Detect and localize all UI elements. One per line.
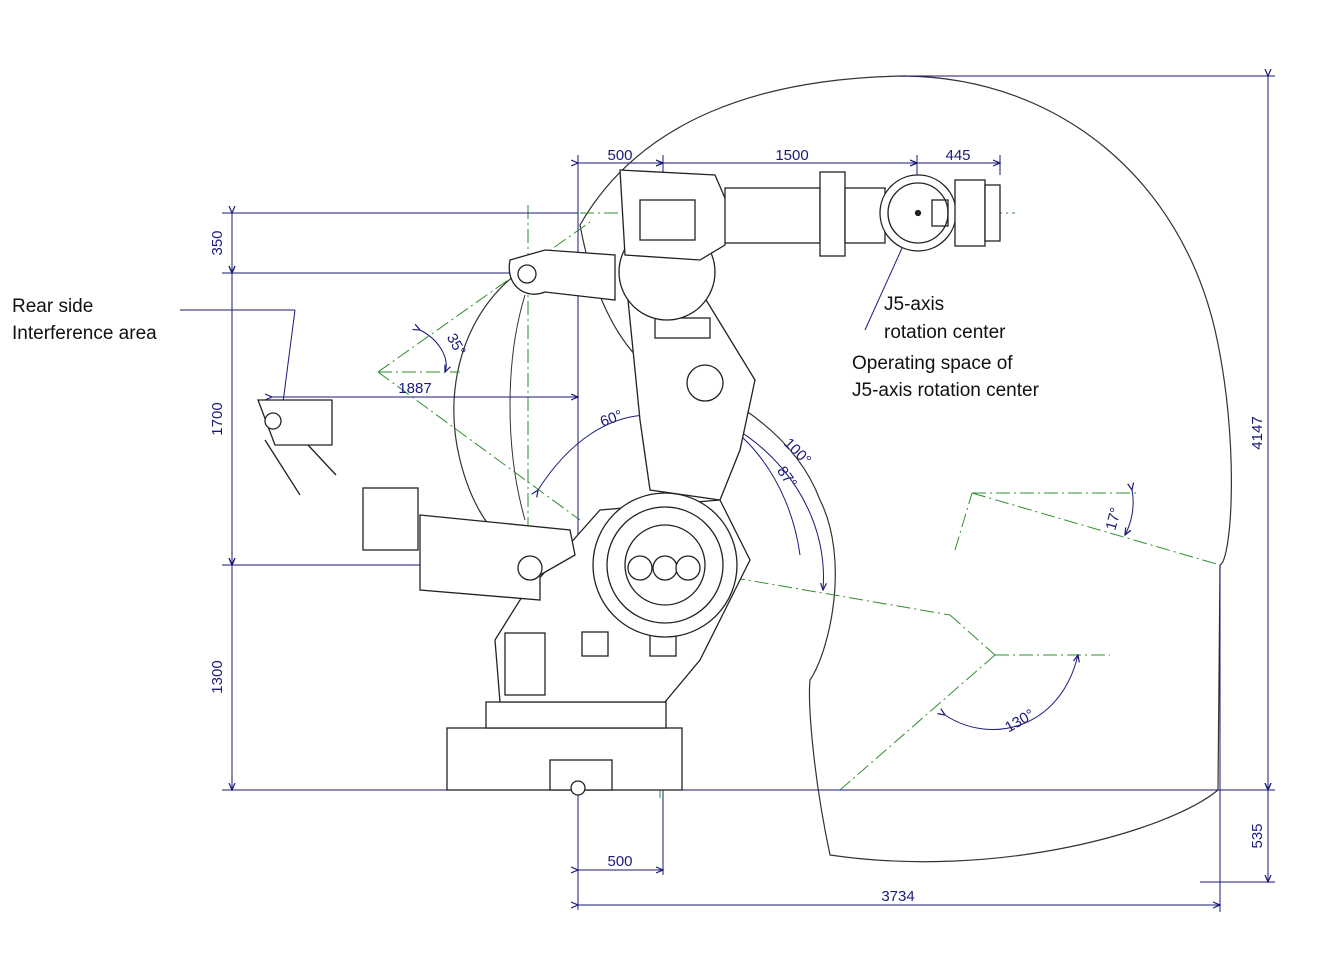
robot-outline [257, 169, 1001, 796]
base-origin-mark [570, 780, 586, 796]
j5-axis-label: J5-axis [884, 294, 944, 315]
forearm [724, 187, 821, 244]
dim-left-350: 350 [209, 230, 226, 255]
inner-arc [509, 294, 526, 521]
operating-space-label: Operating space of [852, 353, 1013, 374]
angle-60: 60° [598, 407, 625, 431]
rear-interference-arc [453, 264, 531, 561]
rotation-center-label: rotation center [884, 322, 1006, 343]
dim-right-4147: 4147 [1249, 416, 1266, 449]
interference-area-label: Interference area [12, 323, 157, 344]
dim-reach-1887: 1887 [398, 380, 431, 397]
angle-130: 130° [1002, 706, 1037, 736]
operating-space-envelope [579, 75, 1232, 863]
dim-right-535: 535 [1249, 823, 1266, 848]
angle-35: 35° [443, 331, 469, 359]
dim-left-1700: 1700 [209, 402, 226, 435]
dim-top-445: 445 [945, 147, 970, 164]
angle-17: 17° [1103, 506, 1125, 532]
dim-bottom-500: 500 [607, 853, 632, 870]
rear-link [257, 399, 333, 446]
rear-side-label: Rear side [12, 296, 93, 317]
balancer-link [508, 249, 616, 301]
dim-top-1500: 1500 [775, 147, 808, 164]
dim-top-500: 500 [607, 147, 632, 164]
j5-rotation-center-label: J5-axis rotation center [852, 380, 1040, 401]
dim-bottom-3734: 3734 [881, 888, 914, 905]
dim-left-1300: 1300 [209, 660, 226, 693]
